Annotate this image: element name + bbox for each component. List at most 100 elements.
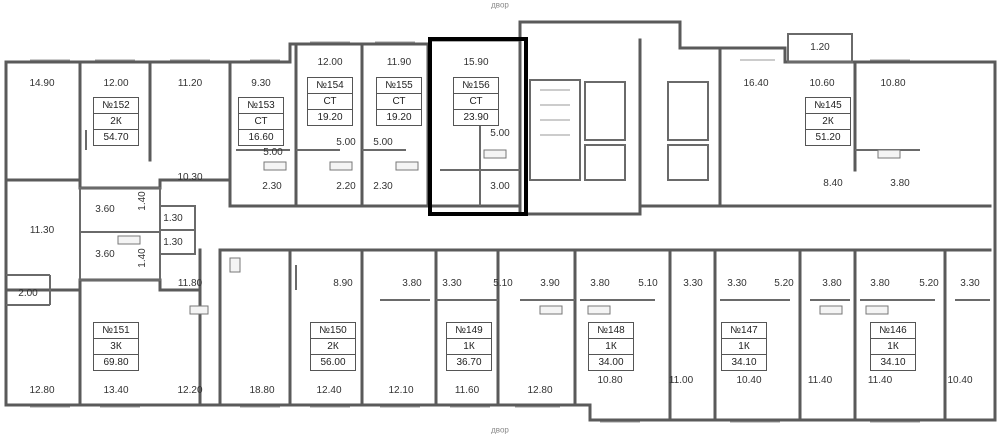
room-area: 3.60 <box>95 249 115 260</box>
apartment-tag-155[interactable]: №155 СТ 19.20 <box>376 77 422 126</box>
room-area: 3.80 <box>402 278 422 289</box>
room-area: 16.40 <box>743 78 769 89</box>
apartment-tag-149[interactable]: №149 1К 36.70 <box>446 322 492 371</box>
apartment-number: №149 <box>455 325 483 336</box>
apartment-tag-148[interactable]: №148 1К 34.00 <box>588 322 634 371</box>
room-area: 3.90 <box>540 278 560 289</box>
room-area: 5.00 <box>263 147 283 158</box>
room-area: 11.00 <box>668 375 694 386</box>
room-area: 10.60 <box>809 78 835 89</box>
room-area: 11.80 <box>177 278 203 289</box>
apartment-tag-153[interactable]: №153 СТ 16.60 <box>238 97 284 146</box>
apartment-type: 3К <box>94 338 138 354</box>
room-area: 11.20 <box>177 78 203 89</box>
apartment-type: 1К <box>447 338 491 354</box>
apartment-area: 69.80 <box>94 354 138 370</box>
room-area: 12.10 <box>388 385 414 396</box>
room-area: 8.40 <box>823 178 843 189</box>
room-area: 5.10 <box>638 278 658 289</box>
stair-core <box>529 79 709 181</box>
apartment-number: №154 <box>316 80 344 91</box>
room-area: 5.10 <box>493 278 513 289</box>
room-area: 3.80 <box>890 178 910 189</box>
room-area: 11.40 <box>867 375 893 386</box>
room-area: 12.40 <box>316 385 342 396</box>
apartment-number: №153 <box>247 100 275 111</box>
room-area: 3.80 <box>590 278 610 289</box>
apartment-tag-147[interactable]: №147 1К 34.10 <box>721 322 767 371</box>
outer-walls <box>4 20 997 422</box>
bath-fixtures <box>189 149 901 315</box>
apartment-area: 23.90 <box>454 109 498 125</box>
apartment-type: 1К <box>722 338 766 354</box>
room-area: 10.80 <box>880 78 906 89</box>
apartment-area: 34.00 <box>589 354 633 370</box>
apartment-number: №147 <box>730 325 758 336</box>
apartment-area: 36.70 <box>447 354 491 370</box>
room-area: 3.30 <box>683 278 703 289</box>
room-area: 2.30 <box>373 181 393 192</box>
bath-block <box>6 187 196 306</box>
apartment-area: 56.00 <box>311 354 355 370</box>
room-area: 13.40 <box>103 385 129 396</box>
apartment-number: №156 <box>462 80 490 91</box>
room-area: 2.20 <box>336 181 356 192</box>
apartment-type: СТ <box>377 93 421 109</box>
room-area: 5.20 <box>919 278 939 289</box>
apartment-type: СТ <box>454 93 498 109</box>
room-area: 12.80 <box>527 385 553 396</box>
room-area: 10.30 <box>177 172 203 183</box>
apartment-number: №155 <box>385 80 413 91</box>
apartment-area: 16.60 <box>239 129 283 145</box>
room-area: 2.30 <box>262 181 282 192</box>
compass-bottom: двор <box>491 425 509 435</box>
room-area: 12.00 <box>103 78 129 89</box>
room-area: 3.80 <box>822 278 842 289</box>
room-area: 14.90 <box>29 78 55 89</box>
apartment-number: №146 <box>879 325 907 336</box>
apartment-type: СТ <box>239 113 283 129</box>
apartment-tag-156[interactable]: №156 СТ 23.90 <box>453 77 499 126</box>
apartment-tag-146[interactable]: №146 1К 34.10 <box>870 322 916 371</box>
room-area: 11.60 <box>454 385 480 396</box>
room-area: 3.30 <box>727 278 747 289</box>
room-area: 1.30 <box>163 237 183 248</box>
room-area: 1.30 <box>163 213 183 224</box>
room-area: 5.00 <box>373 137 393 148</box>
apartment-tag-154[interactable]: №154 СТ 19.20 <box>307 77 353 126</box>
apartment-number: №150 <box>319 325 347 336</box>
apartment-area: 51.20 <box>806 129 850 145</box>
room-area: 5.00 <box>336 137 356 148</box>
bottom-partitions <box>78 248 990 422</box>
compass-top: двор <box>491 0 509 10</box>
apartment-type: 1К <box>871 338 915 354</box>
windows <box>30 41 920 423</box>
room-area: 10.40 <box>947 375 973 386</box>
apartment-number: №145 <box>814 100 842 111</box>
room-area: 3.30 <box>960 278 980 289</box>
room-area: 11.30 <box>29 225 55 236</box>
highlighted-apartment-outline <box>428 37 528 216</box>
room-area: 3.30 <box>442 278 462 289</box>
apartment-area: 54.70 <box>94 129 138 145</box>
apartment-area: 19.20 <box>308 109 352 125</box>
room-area: 11.40 <box>807 375 833 386</box>
apartment-type: 2К <box>311 338 355 354</box>
room-area: 8.90 <box>333 278 353 289</box>
apartment-area: 19.20 <box>377 109 421 125</box>
apartment-tag-151[interactable]: №151 3К 69.80 <box>93 322 139 371</box>
apartment-tag-150[interactable]: №150 2К 56.00 <box>310 322 356 371</box>
apartment-area: 34.10 <box>871 354 915 370</box>
room-area: 9.30 <box>251 78 271 89</box>
apartment-type: 2К <box>94 113 138 129</box>
room-area: 12.80 <box>29 385 55 396</box>
apartment-tag-145[interactable]: №145 2К 51.20 <box>805 97 851 146</box>
room-area: 1.20 <box>810 42 830 53</box>
room-area: 3.80 <box>870 278 890 289</box>
apartment-tag-152[interactable]: №152 2К 54.70 <box>93 97 139 146</box>
room-area: 5.00 <box>490 128 510 139</box>
room-area: 18.80 <box>249 385 275 396</box>
room-area: 3.00 <box>490 181 510 192</box>
room-area: 1.40 <box>137 191 148 211</box>
